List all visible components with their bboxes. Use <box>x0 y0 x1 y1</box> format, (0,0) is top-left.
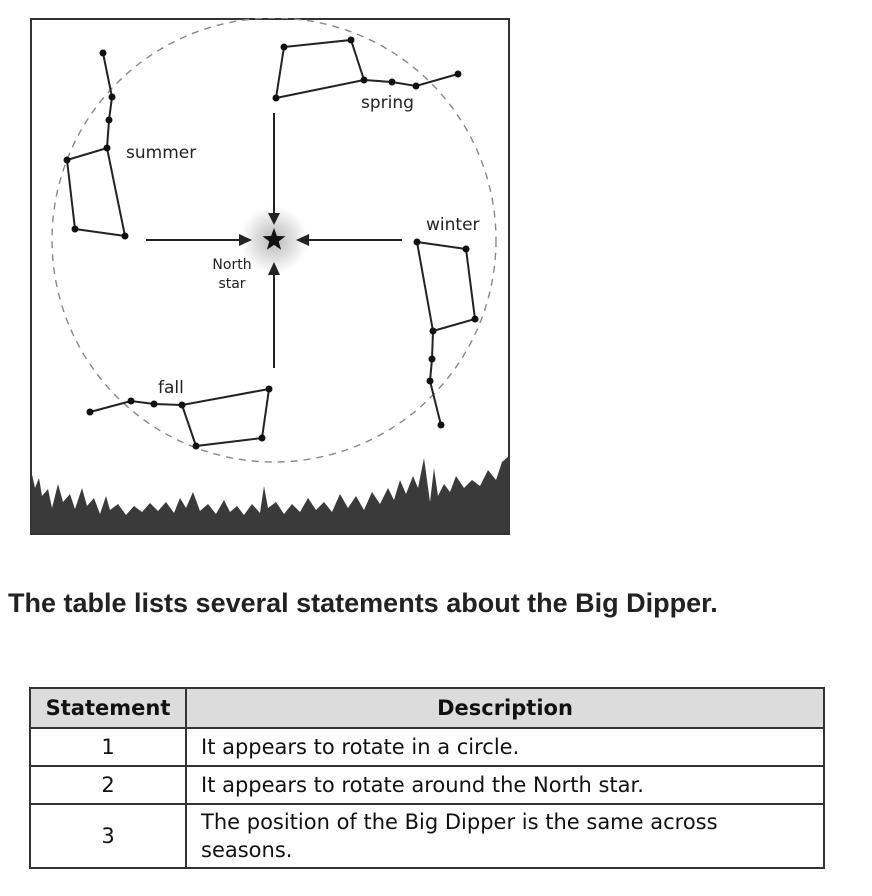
constellation-fall <box>86 385 273 450</box>
north-star-icon <box>262 228 286 250</box>
statement-number: 3 <box>29 803 187 869</box>
statement-number: 1 <box>29 727 187 767</box>
arrow-from-summer <box>146 234 252 246</box>
orbit-circle <box>51 18 497 463</box>
constellation-winter <box>413 238 479 429</box>
table-header-row: Statement Description <box>29 687 825 729</box>
grass-silhouette <box>31 456 509 533</box>
table-row: 1 It appears to rotate in a circle. <box>29 727 825 767</box>
label-fall: fall <box>158 378 184 398</box>
header-description: Description <box>185 687 825 729</box>
label-winter: winter <box>426 215 480 235</box>
statement-description: The position of the Big Dipper is the sa… <box>185 803 825 869</box>
statement-description: It appears to rotate around the North st… <box>185 765 825 805</box>
table-row: 3 The position of the Big Dipper is the … <box>29 803 825 869</box>
constellation-spring <box>272 36 462 102</box>
arrow-from-fall <box>268 262 280 368</box>
diagram-frame <box>30 18 510 535</box>
diagram-svg: spring summer winter fall North star <box>30 18 510 535</box>
arrow-from-spring <box>268 113 280 225</box>
statement-description: It appears to rotate in a circle. <box>185 727 825 767</box>
big-dipper-diagram: spring summer winter fall North star <box>30 18 510 535</box>
label-summer: summer <box>126 143 196 163</box>
label-north-star-line1: North <box>212 257 251 273</box>
header-statement: Statement <box>29 687 187 729</box>
question-prompt: The table lists several statements about… <box>8 588 718 618</box>
label-north-star-line2: star <box>218 276 245 292</box>
statements-table: Statement Description 1 It appears to ro… <box>29 687 825 869</box>
table-row: 2 It appears to rotate around the North … <box>29 765 825 805</box>
arrow-from-winter <box>296 234 402 246</box>
label-spring: spring <box>361 93 414 113</box>
statement-number: 2 <box>29 765 187 805</box>
constellation-summer <box>63 49 129 240</box>
